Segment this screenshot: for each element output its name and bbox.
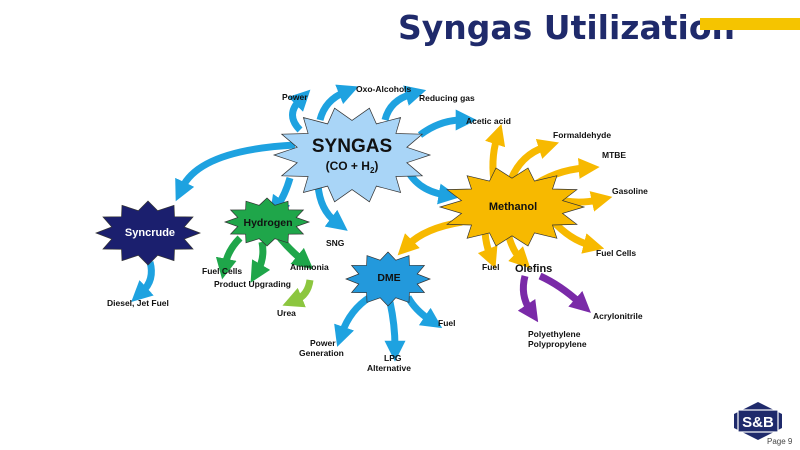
label-gasoline: Gasoline: [612, 186, 648, 196]
label-fuel-methanol: Fuel: [482, 262, 499, 272]
arrow-17: [517, 275, 539, 323]
hydrogen-burst: [223, 197, 311, 247]
arrow-8: [131, 261, 155, 302]
label-power-generation-2: Generation: [299, 348, 344, 358]
page-title: Syngas Utilization: [398, 8, 736, 47]
arrow-22: [282, 279, 314, 308]
label-product-upgrading: Product Upgrading: [214, 279, 291, 289]
label-lpg-alternative: Alternative: [367, 363, 411, 373]
label-power-generation-1: Power: [310, 338, 336, 348]
label-sng: SNG: [326, 238, 345, 248]
dme-burst: [345, 251, 431, 307]
label-ammonia: Ammonia: [290, 262, 329, 272]
dme-label: DME: [377, 272, 400, 284]
methanol-label: Methanol: [489, 201, 537, 213]
arrow-25: [404, 295, 443, 329]
arrow-3: [417, 109, 477, 138]
sb-logo: S&B: [734, 402, 782, 440]
label-fuel-dme: Fuel: [438, 318, 455, 328]
label-polypropylene: Polypropylene: [528, 339, 587, 349]
syncrude-label: Syncrude: [125, 227, 175, 239]
arrow-2: [381, 85, 427, 122]
label-diesel-jet-fuel: Diesel, Jet Fuel: [107, 298, 169, 308]
hydrogen-label: Hydrogen: [243, 217, 292, 229]
label-power: Power: [282, 92, 308, 102]
arrow-20: [250, 241, 271, 283]
arrow-1: [316, 84, 359, 121]
label-urea: Urea: [277, 308, 296, 318]
arrow-15: [477, 231, 498, 269]
syngas-formula: (CO + H2): [326, 159, 379, 175]
label-oxo-alcohols: Oxo-Alcohols: [356, 84, 412, 94]
arrow-18: [538, 272, 591, 313]
arrow-0: [288, 89, 311, 133]
olefins-label: Olefins: [515, 263, 552, 275]
accent-bar: [700, 18, 800, 30]
syngas-burst: [272, 107, 432, 203]
arrow-23: [334, 294, 372, 347]
label-formaldehyde: Formaldehyde: [553, 130, 611, 140]
label-lpg: LPG: [384, 353, 402, 363]
arrow-24: [384, 301, 406, 362]
arrow-19: [215, 235, 243, 280]
arrow-6: [269, 176, 294, 218]
label-fuel-cells-hydrogen: Fuel Cells: [202, 266, 242, 276]
svg-text:S&B: S&B: [742, 414, 774, 431]
methanol-burst: [438, 167, 586, 247]
label-acetic-acid: Acetic acid: [466, 116, 511, 126]
arrow-7: [314, 184, 348, 231]
label-reducing-gas: Reducing gas: [419, 93, 475, 103]
syncrude-burst: [95, 200, 201, 266]
page-number: Page 9: [767, 437, 793, 446]
label-fuel-cells-methanol: Fuel Cells: [596, 248, 636, 258]
label-polyethylene: Polyethylene: [528, 329, 581, 339]
arrow-14: [397, 218, 463, 256]
syngas-label: SYNGAS: [312, 136, 392, 157]
label-mtbe: MTBE: [602, 150, 626, 160]
label-acrylonitrile: Acrylonitrile: [593, 311, 643, 321]
arrow-5: [175, 141, 296, 202]
